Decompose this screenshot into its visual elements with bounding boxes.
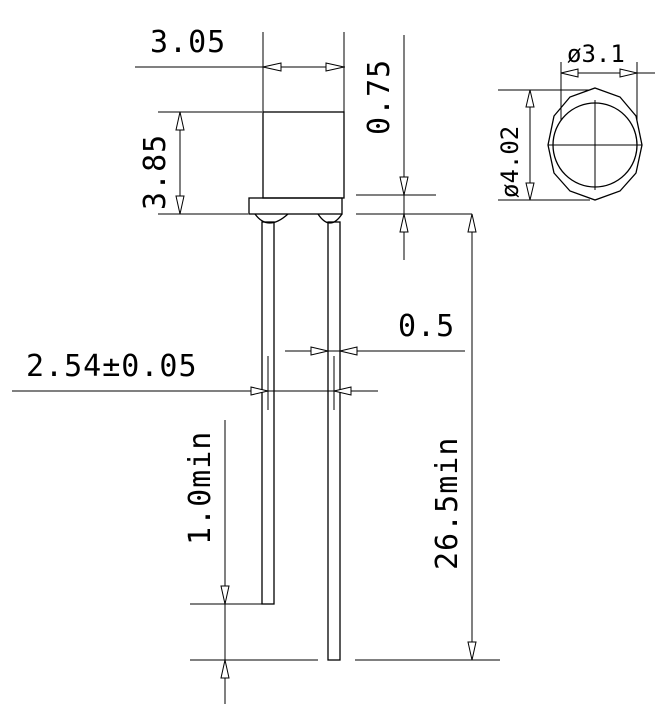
dim-width-body: 3.05 [135, 25, 345, 112]
dim-body-height: 3.85 [138, 111, 262, 215]
body-cylinder [262, 111, 345, 199]
label-lead-width: 0.5 [398, 309, 455, 344]
top-view [547, 87, 643, 201]
lead-short [261, 221, 275, 605]
led-body [248, 111, 345, 224]
base-curve-left [254, 213, 289, 224]
dim-lead-length: 26.5min [355, 213, 500, 661]
dim-lead-width: 0.5 [285, 309, 465, 356]
label-lens-dia: ø3.1 [567, 40, 625, 68]
label-flange-dia: ø4.02 [496, 126, 524, 198]
base-curve-right [317, 213, 343, 224]
flange [248, 197, 343, 215]
label-lead-length: 26.5min [430, 437, 465, 570]
dim-lens-height: 0.75 [356, 35, 472, 260]
dim-lens-dia: ø3.1 [560, 40, 655, 120]
leads [261, 221, 341, 661]
label-lead-offset: 1.0min [183, 431, 218, 545]
label-lead-pitch: 2.54±0.05 [26, 349, 198, 384]
flange-outline [547, 87, 643, 201]
dim-lead-offset: 1.0min [183, 420, 318, 704]
dim-flange-dia: ø4.02 [496, 89, 590, 201]
lead-long [327, 221, 341, 661]
label-lens-height: 0.75 [362, 59, 397, 135]
dim-lead-pitch: 2.54±0.05 [12, 349, 378, 410]
label-width-body: 3.05 [150, 25, 226, 60]
label-body-height: 3.85 [138, 134, 173, 210]
